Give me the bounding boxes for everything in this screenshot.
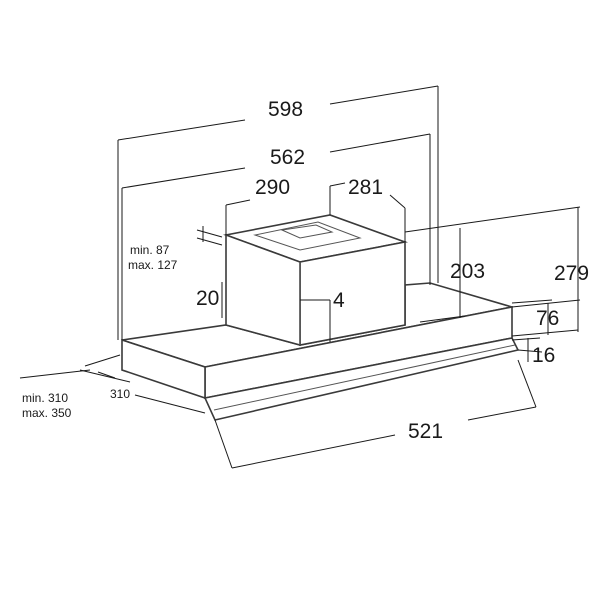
dim-4: 4 bbox=[333, 289, 345, 312]
note-min-87: min. 87 bbox=[130, 243, 170, 257]
dim-562: 562 bbox=[270, 146, 305, 169]
outlet-flange bbox=[253, 221, 362, 251]
dim-16: 16 bbox=[532, 344, 555, 367]
hood-body bbox=[121, 214, 520, 421]
dim-310: 310 bbox=[110, 387, 130, 401]
note-min-310: min. 310 bbox=[22, 391, 68, 405]
filter-edge bbox=[213, 344, 516, 411]
note-max-350: max. 350 bbox=[22, 406, 72, 420]
dimension-lines bbox=[19, 85, 581, 469]
note-max-127: max. 127 bbox=[128, 258, 178, 272]
dim-279: 279 bbox=[554, 262, 589, 285]
dim-598: 598 bbox=[268, 98, 303, 121]
dim-20: 20 bbox=[196, 287, 219, 310]
dim-203: 203 bbox=[450, 260, 485, 283]
dim-521: 521 bbox=[408, 420, 443, 443]
dim-76: 76 bbox=[536, 307, 559, 330]
dim-290: 290 bbox=[255, 176, 290, 199]
outlet-collar bbox=[280, 224, 334, 239]
dim-281: 281 bbox=[348, 176, 383, 199]
dimension-labels: 598 562 290 281 203 279 76 16 20 4 521 3… bbox=[22, 98, 589, 443]
